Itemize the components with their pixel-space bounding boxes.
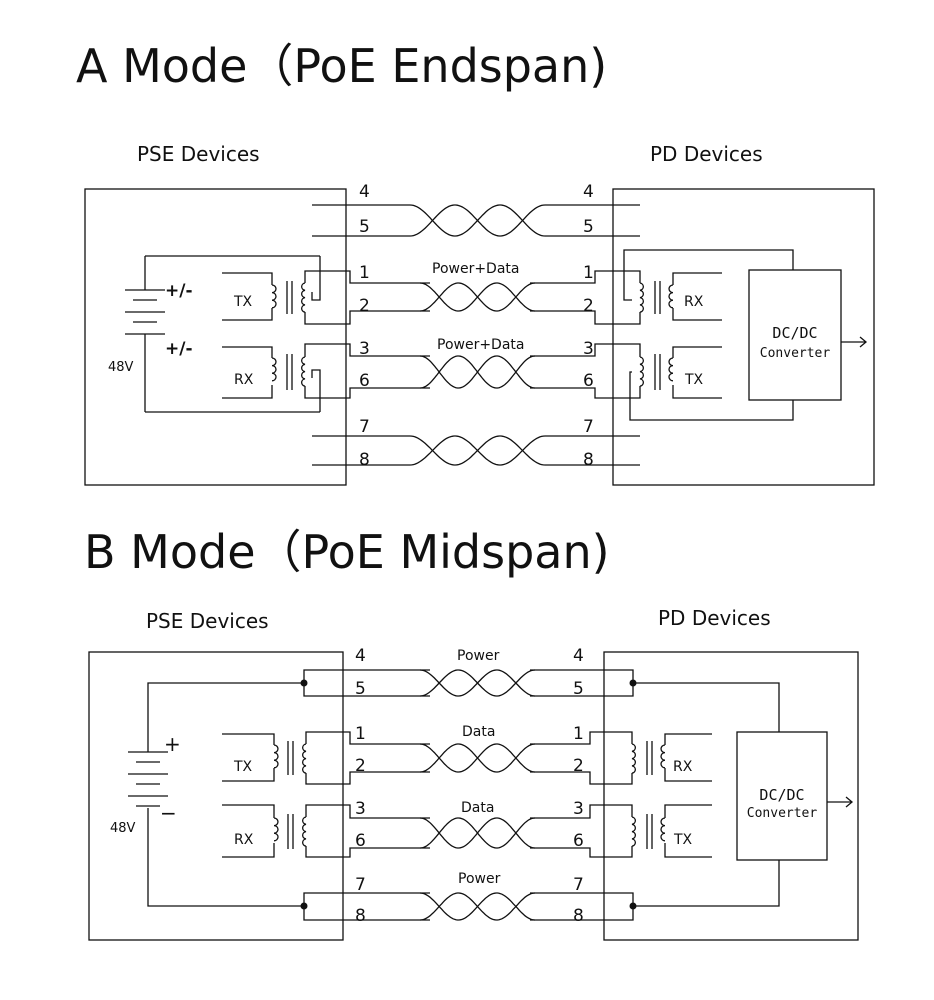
diagram-b-pin-left-4: 4: [355, 646, 366, 666]
diagram-b-battery-plus: +: [164, 732, 181, 756]
diagram-a-voltage: 48V: [108, 360, 134, 375]
diagram-b-battery: [128, 751, 168, 807]
diagram-a-pair-1-2: [419, 282, 536, 312]
diagram-b: B Mode（PoE Midspan) PSE Devices PD Devic…: [84, 525, 859, 941]
diagram-a-pd-tx-transformer: [530, 343, 794, 421]
diagram-a-pair-label-2: Power+Data: [437, 337, 525, 353]
diagram-b-pin-left-7: 7: [355, 875, 366, 895]
diagram-b-pse-label: PSE Devices: [146, 609, 269, 633]
diagram-a-pd-tx-label: TX: [684, 372, 704, 388]
diagram-b-voltage: 48V: [110, 821, 136, 836]
diagram-b-title: B Mode（PoE Midspan): [84, 525, 610, 579]
diagram-a-pd-box: [612, 188, 875, 486]
diagram-a-pin-left-8: 8: [359, 450, 370, 470]
diagram-a-pse-tx-label: TX: [233, 294, 253, 310]
diagram-b-pair-4-5: [419, 669, 536, 697]
diagram-b-pin-right-2: 2: [573, 756, 584, 776]
diagram-b-pd-rx-transformer: [530, 731, 712, 785]
diagram-b-pd-power-wiring: [530, 669, 780, 921]
diagram-b-pin-right-5: 5: [573, 679, 584, 699]
diagram-b-converter-line2: Converter: [747, 806, 818, 821]
diagram-a-pin-right-3: 3: [583, 339, 594, 359]
diagram-b-pair-3-6: [419, 817, 536, 849]
diagram-b-pin-left-6: 6: [355, 831, 366, 851]
diagram-a-converter-box: [748, 269, 842, 401]
diagram-b-pd-tx-label: TX: [673, 832, 693, 848]
diagram-a-battery-polarity-2: +/-: [165, 339, 193, 359]
diagram-a-pin-right-7: 7: [583, 417, 594, 437]
diagram-a-pair-label-1: Power+Data: [432, 261, 520, 277]
diagram-b-pin-right-1: 1: [573, 724, 584, 744]
diagram-a-pin-right-4: 4: [583, 182, 594, 202]
diagram-b-pair-label-data-1: Data: [462, 724, 495, 740]
diagram-a-pd-rx-transformer: [530, 249, 794, 325]
diagram-a: A Mode（PoE Endspan) PSE Devices PD Devic…: [76, 39, 875, 486]
diagram-a-pd-label: PD Devices: [650, 142, 763, 166]
diagram-a-pin-left-1: 1: [359, 263, 370, 283]
diagram-b-pin-left-3: 3: [355, 799, 366, 819]
diagram-b-pair-1-2: [419, 743, 536, 773]
diagram-a-pin-left-7: 7: [359, 417, 370, 437]
diagram-b-pin-right-4: 4: [573, 646, 584, 666]
diagram-b-pin-right-8: 8: [573, 906, 584, 926]
diagram-b-converter-box: [736, 731, 828, 861]
diagram-b-pd-box: [603, 651, 859, 941]
diagram-a-pair-7-8: [312, 435, 640, 466]
diagram-b-battery-minus: −: [160, 801, 177, 825]
diagram-b-output-arrow: [827, 796, 854, 808]
diagram-b-pin-right-7: 7: [573, 875, 584, 895]
diagram-a-pin-left-3: 3: [359, 339, 370, 359]
diagram-a-pair-3-6: [419, 355, 536, 389]
diagram-a-output-arrow: [841, 336, 868, 348]
diagram-b-pse-power-wiring: [147, 669, 430, 921]
diagram-b-twisted-pairs: [419, 669, 536, 921]
diagram-a-pse-rx-transformer: [222, 343, 430, 412]
diagram-a-pse-rx-label: RX: [234, 372, 254, 388]
diagram-a-pin-left-4: 4: [359, 182, 370, 202]
diagram-b-pin-left-2: 2: [355, 756, 366, 776]
diagram-b-pd-label: PD Devices: [658, 606, 771, 630]
diagram-a-twisted-pairs: [312, 204, 640, 466]
diagram-b-pair-7-8: [419, 892, 536, 921]
diagram-a-pin-left-5: 5: [359, 217, 370, 237]
diagram-b-pse-tx-label: TX: [233, 759, 253, 775]
diagram-a-pd-rx-label: RX: [684, 294, 704, 310]
diagram-b-pair-label-power-1: Power: [457, 648, 500, 664]
diagram-a-pse-box: [84, 188, 347, 486]
diagram-a-pin-left-6: 6: [359, 371, 370, 391]
diagram-b-pse-rx-transformer: [222, 804, 430, 858]
diagram-b-pd-tx-transformer: [530, 804, 712, 858]
diagram-a-battery-polarity-1: +/-: [165, 281, 193, 301]
diagram-b-pse-rx-label: RX: [234, 832, 254, 848]
diagram-b-pse-tx-transformer: [222, 731, 430, 785]
diagram-a-pin-right-1: 1: [583, 263, 594, 283]
diagram-b-pin-left-1: 1: [355, 724, 366, 744]
diagram-b-pin-right-3: 3: [573, 799, 584, 819]
diagram-b-pair-label-power-2: Power: [458, 871, 501, 887]
diagram-a-converter-line2: Converter: [760, 346, 831, 361]
diagram-a-pair-4-5: [312, 204, 640, 237]
diagram-a-converter-line1: DC/DC: [772, 324, 817, 342]
diagram-a-pin-left-2: 2: [359, 296, 370, 316]
diagram-a-battery: [125, 255, 320, 413]
diagram-b-pin-right-6: 6: [573, 831, 584, 851]
diagram-a-pse-label: PSE Devices: [137, 142, 260, 166]
diagram-b-pin-left-8: 8: [355, 906, 366, 926]
diagram-b-converter-line1: DC/DC: [759, 786, 804, 804]
diagram-a-pin-right-5: 5: [583, 217, 594, 237]
diagram-b-pin-left-5: 5: [355, 679, 366, 699]
diagram-b-pair-label-data-2: Data: [461, 800, 494, 816]
diagram-b-pd-rx-label: RX: [673, 759, 693, 775]
diagram-a-pin-right-6: 6: [583, 371, 594, 391]
diagram-a-pin-right-2: 2: [583, 296, 594, 316]
diagram-b-pse-box: [88, 651, 344, 941]
diagram-a-pin-right-8: 8: [583, 450, 594, 470]
diagram-a-title: A Mode（PoE Endspan): [76, 39, 607, 93]
diagram-a-pse-tx-transformer: [222, 256, 430, 325]
